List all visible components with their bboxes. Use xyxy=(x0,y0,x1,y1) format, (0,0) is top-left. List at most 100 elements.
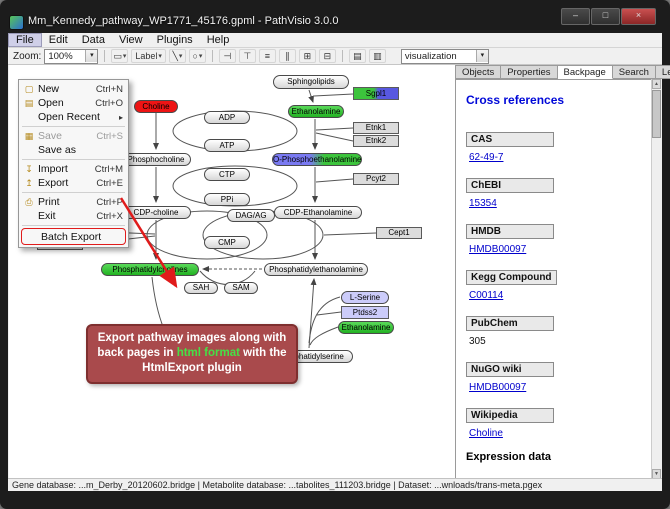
export-icon: ↥ xyxy=(25,177,33,188)
file-menu-item-batch-export[interactable]: Batch Export xyxy=(21,228,126,245)
menu-separator xyxy=(22,159,125,160)
menu-item-shortcut: Ctrl+O xyxy=(95,97,123,109)
pathway-node-ethanolamine[interactable]: Ethanolamine xyxy=(338,321,394,334)
menu-data[interactable]: Data xyxy=(81,34,105,46)
menu-item-label: Save as xyxy=(38,144,76,156)
file-menu-item-save-as[interactable]: Save as xyxy=(19,143,128,157)
pathway-node-dag/ag[interactable]: DAG/AG xyxy=(227,209,275,222)
crossref-link[interactable]: 62-49-7 xyxy=(469,152,504,163)
close-button[interactable]: × xyxy=(621,8,656,25)
common-height-icon: ⊟ xyxy=(323,50,332,61)
stack-vertical-button[interactable]: ▤ xyxy=(348,49,366,63)
pathway-node-cdp-choline[interactable]: CDP-choline xyxy=(121,206,191,219)
crossref-heading: Cross references xyxy=(466,93,565,107)
dropdown-arrow-icon: ▾ xyxy=(158,53,162,60)
menu-file[interactable]: File xyxy=(8,33,42,47)
pathway-node-o-phosphoethanolamine[interactable]: O-Phosphoethanolamine xyxy=(272,153,362,166)
line-tool-button[interactable]: ╲▾ xyxy=(168,49,186,63)
pathway-node-adp[interactable]: ADP xyxy=(204,111,250,124)
menu-separator xyxy=(22,225,125,226)
stack-horizontal-icon: ▥ xyxy=(373,50,382,61)
align-left-button[interactable]: ⊣ xyxy=(218,49,236,63)
crossref-link[interactable]: 15354 xyxy=(469,198,497,209)
maximize-button[interactable]: □ xyxy=(591,8,620,25)
crossref-link[interactable]: HMDB00097 xyxy=(469,382,527,393)
toolbar: Zoom: 100% ▾ ▭▾Label▾╲▾○▾⊣⊤≡∥⊞⊟▤▥ visual… xyxy=(8,48,662,65)
tab-backpage[interactable]: Backpage xyxy=(557,65,613,79)
chevron-down-icon[interactable]: ▾ xyxy=(475,50,488,62)
align-top-button[interactable]: ⊤ xyxy=(238,49,256,63)
pathway-node-pcyt2[interactable]: Pcyt2 xyxy=(353,173,399,185)
tab-legend[interactable]: Legend xyxy=(655,65,670,79)
pathway-node-cdp-ethanolamine[interactable]: CDP-Ethanolamine xyxy=(274,206,362,219)
common-height-button[interactable]: ⊟ xyxy=(318,49,336,63)
crossref-name: PubChem xyxy=(466,316,554,331)
statusbar-text: Gene database: ...m_Derby_20120602.bridg… xyxy=(12,480,543,490)
menu-edit[interactable]: Edit xyxy=(48,34,68,46)
scrollbar-thumb[interactable] xyxy=(652,90,661,138)
visualization-combobox[interactable]: visualization ▾ xyxy=(400,48,489,64)
datanode-tool-button[interactable]: ▭▾ xyxy=(111,49,129,63)
stack-horizontal-button[interactable]: ▥ xyxy=(368,49,386,63)
crossref-name: Wikipedia xyxy=(466,408,554,423)
pathway-node-cmp[interactable]: CMP xyxy=(204,236,250,249)
tab-search[interactable]: Search xyxy=(612,65,656,79)
distribute-horizontal-icon: ∥ xyxy=(285,50,290,61)
pathway-node-phosphatidylethanolamine[interactable]: Phosphatidylethanolamine xyxy=(264,263,368,276)
dropdown-arrow-icon: ▾ xyxy=(178,53,183,60)
shape-tool-button[interactable]: ○▾ xyxy=(188,49,206,63)
pathway-node-ptdss2[interactable]: Ptdss2 xyxy=(341,306,389,319)
menu-help[interactable]: Help xyxy=(206,34,230,46)
pathway-node-cept1[interactable]: Cept1 xyxy=(376,227,422,239)
pathway-node-etnk2[interactable]: Etnk2 xyxy=(353,135,399,147)
window-title: Mm_Kennedy_pathway_WP1771_45176.gpml - P… xyxy=(28,15,339,27)
visualization-value: visualization xyxy=(404,50,457,62)
menu-view[interactable]: View xyxy=(118,34,143,46)
zoom-combobox[interactable]: 100% ▾ xyxy=(44,48,99,64)
pathway-node-l-serine[interactable]: L-Serine xyxy=(341,291,389,304)
pathway-node-ethanolamine[interactable]: Ethanolamine xyxy=(288,105,344,118)
toolbar-separator xyxy=(341,50,343,62)
file-menu-item-open-recent[interactable]: Open Recent▸ xyxy=(19,110,128,124)
crossref-link[interactable]: HMDB00097 xyxy=(469,244,527,255)
distribute-horizontal-button[interactable]: ∥ xyxy=(278,49,296,63)
common-width-button[interactable]: ⊞ xyxy=(298,49,316,63)
tab-properties[interactable]: Properties xyxy=(501,65,558,79)
pathway-node-sam[interactable]: SAM xyxy=(224,282,258,294)
pathway-node-ctp[interactable]: CTP xyxy=(204,168,250,181)
pathway-node-sphingolipids[interactable]: Sphingolipids xyxy=(273,75,349,89)
crossref-link[interactable]: C00114 xyxy=(469,290,504,301)
pathway-node-choline[interactable]: Choline xyxy=(134,100,178,113)
minimize-button[interactable]: – xyxy=(561,8,590,25)
pathway-node-sgpl1[interactable]: Sgpl1 xyxy=(353,87,399,100)
pathway-node-phosphocholine[interactable]: Phosphocholine xyxy=(121,153,191,166)
panel-scrollbar[interactable]: ▲ ▼ xyxy=(651,79,662,479)
save-icon: ▦ xyxy=(24,130,34,141)
scroll-up-icon[interactable]: ▲ xyxy=(652,79,661,89)
align-middle-button[interactable]: ≡ xyxy=(258,49,276,63)
label-tool-button[interactable]: Label▾ xyxy=(131,49,166,63)
pathway-node-ppi[interactable]: PPi xyxy=(204,193,250,206)
pathway-node-phosphatidylcholines[interactable]: Phosphatidylcholines xyxy=(101,263,199,276)
side-panel: ObjectsPropertiesBackpageSearchLegend Cr… xyxy=(455,65,670,479)
pathway-node-etnk1[interactable]: Etnk1 xyxy=(353,122,399,134)
pathway-node-sah[interactable]: SAH xyxy=(184,282,218,294)
line-tool-icon: ╲ xyxy=(172,50,178,61)
chevron-down-icon[interactable]: ▾ xyxy=(85,50,98,62)
crossref-link[interactable]: Choline xyxy=(469,428,503,439)
pathway-node-atp[interactable]: ATP xyxy=(204,139,250,152)
tab-objects[interactable]: Objects xyxy=(456,65,502,79)
menu-plugins[interactable]: Plugins xyxy=(156,34,193,46)
